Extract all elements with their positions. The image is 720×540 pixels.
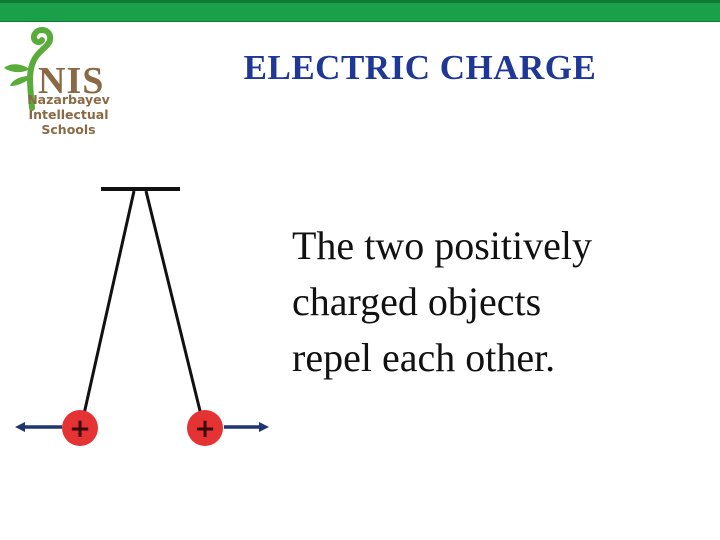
repelling-charges-diagram: + + (15, 187, 269, 446)
right-string (144, 190, 205, 424)
top-green-bar (0, 0, 720, 22)
slide-title: ELECTRIC CHARGE (243, 48, 597, 87)
nis-swirl-icon (4, 27, 54, 111)
left-charge-symbol: + (69, 414, 91, 444)
logo-school-name: Nazarbayev Intellectual Schools (16, 92, 121, 137)
left-string (80, 190, 136, 424)
right-charge-ball (187, 410, 223, 446)
explanation-line: charged objects (292, 279, 542, 324)
explanation-text: The two positively charged objects repel… (292, 218, 692, 386)
logo-line: Intellectual (28, 107, 109, 122)
logo-letters: NIS (38, 60, 105, 102)
left-charge-ball (62, 410, 98, 446)
explanation-line: repel each other. (292, 335, 556, 380)
logo-line: Schools (41, 122, 96, 137)
explanation-line: The two positively (292, 223, 592, 268)
nis-logo: NIS Nazarbayev Intellectual Schools (0, 24, 125, 149)
logo-line: Nazarbayev (27, 92, 110, 107)
right-charge-symbol: + (194, 414, 216, 444)
